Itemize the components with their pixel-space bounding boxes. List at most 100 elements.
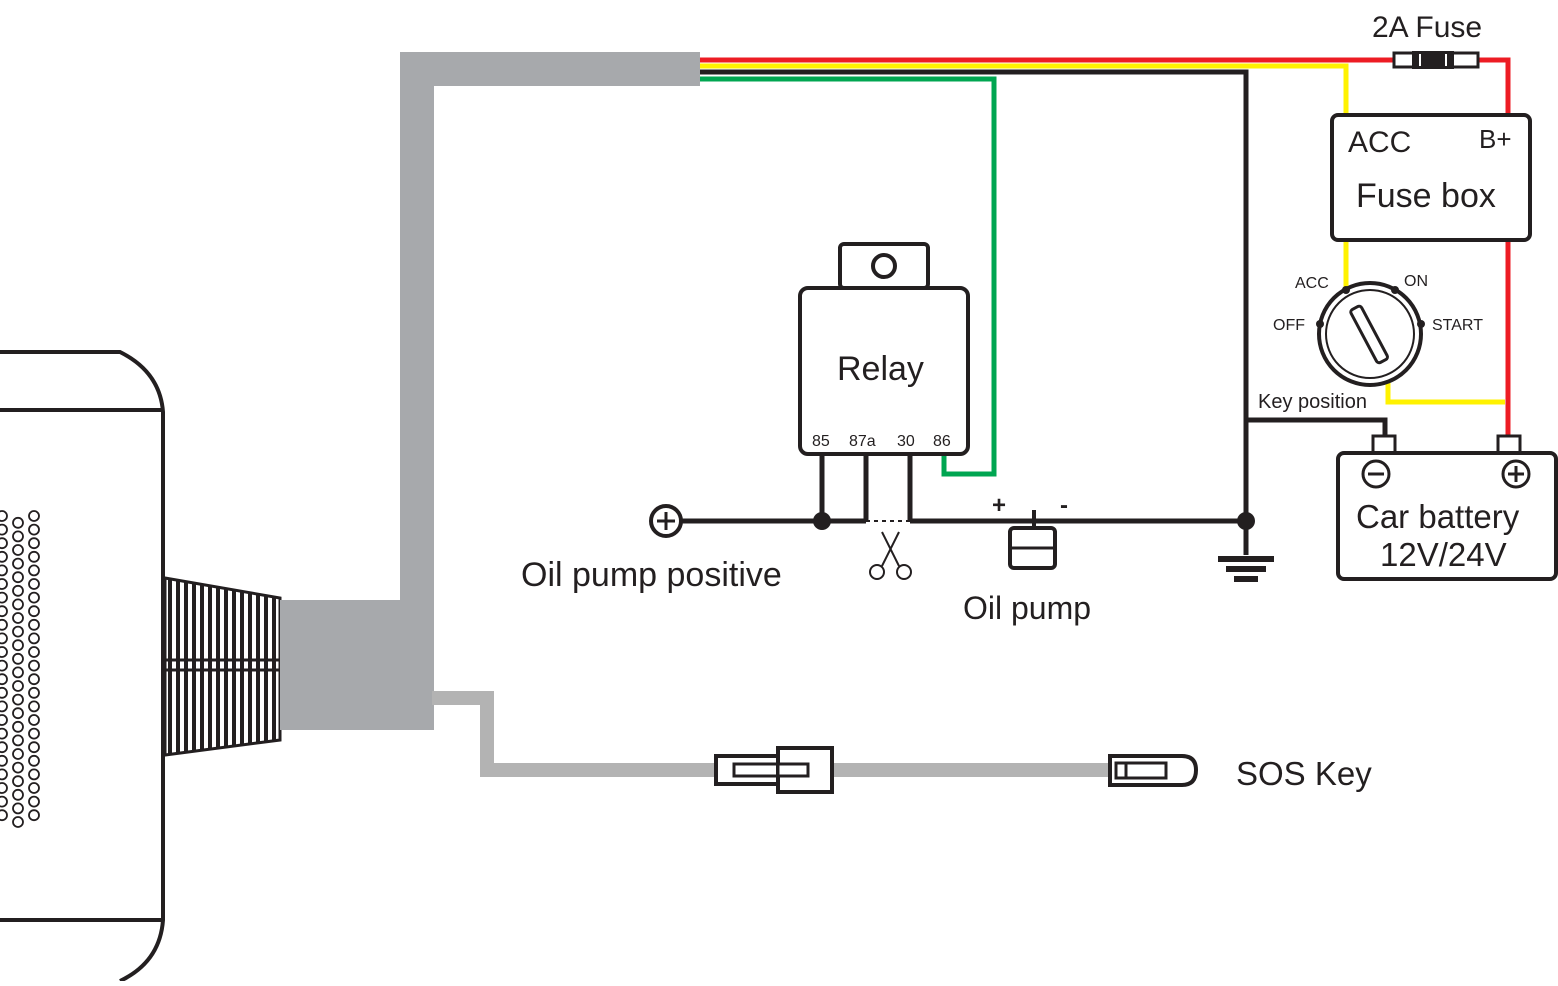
speaker-hole [0, 632, 8, 645]
speaker-hole [0, 523, 8, 536]
speaker-hole [12, 584, 24, 597]
fuse-box-acc-label: ACC [1348, 126, 1411, 159]
speaker-hole [0, 537, 8, 550]
speaker-hole [12, 530, 24, 543]
speaker-hole [12, 571, 24, 584]
speaker-hole [28, 741, 40, 754]
relay-pin-86: 86 [933, 433, 951, 450]
speaker-hole [28, 591, 40, 604]
speaker-hole [28, 564, 40, 577]
relay-mount-hole-icon [871, 253, 897, 279]
speaker-hole [28, 768, 40, 781]
key-off-label: OFF [1273, 317, 1305, 334]
key-acc-label: ACC [1295, 275, 1329, 292]
relay-pin-30: 30 [897, 433, 915, 450]
speaker-hole [0, 809, 8, 822]
speaker-hole [0, 578, 8, 590]
speaker-hole [0, 727, 8, 740]
speaker-hole [0, 591, 8, 604]
tracker-device [0, 350, 165, 983]
car-battery [1336, 434, 1558, 581]
speaker-hole [12, 516, 24, 529]
ground-icon [1218, 556, 1274, 582]
speaker-hole [12, 680, 24, 692]
battery-positive-terminal [1496, 434, 1522, 455]
ignition-key-switch [1316, 281, 1425, 387]
speaker-hole [28, 605, 40, 618]
speaker-hole [0, 741, 8, 754]
speaker-hole [12, 639, 24, 652]
speaker-hole [28, 795, 40, 808]
speaker-hole [28, 578, 40, 590]
speaker-hole [0, 714, 8, 726]
yellow-wire [700, 63, 1505, 405]
oil-pump-plus-sign: + [992, 492, 1006, 519]
speaker-hole [0, 605, 8, 618]
speaker-hole [28, 727, 40, 740]
speaker-grill [0, 510, 40, 828]
fuse-box [1330, 113, 1532, 242]
speaker-hole [28, 646, 40, 658]
speaker-hole [28, 673, 40, 686]
speaker-hole [0, 768, 8, 781]
junction-dot [1237, 512, 1255, 530]
key-slot-icon [1349, 304, 1389, 365]
speaker-hole [28, 523, 40, 536]
sos-key-label: SOS Key [1236, 755, 1372, 792]
oil-pump-positive-label: Oil pump positive [521, 556, 782, 594]
speaker-hole [28, 550, 40, 563]
speaker-hole [12, 612, 24, 624]
speaker-hole [12, 775, 24, 788]
black-wire [700, 69, 1388, 555]
relay [798, 242, 970, 522]
cable-boot [163, 576, 282, 757]
speaker-hole [12, 598, 24, 611]
speaker-hole [12, 788, 24, 801]
speaker-hole [0, 646, 8, 658]
relay-pin-87a: 87a [849, 433, 876, 450]
speaker-hole [28, 700, 40, 713]
speaker-hole [0, 550, 8, 563]
relay-label: Relay [837, 350, 924, 388]
speaker-hole [0, 564, 8, 577]
key-on-label: ON [1404, 273, 1428, 290]
speaker-hole [28, 659, 40, 672]
speaker-hole [0, 673, 8, 686]
speaker-hole [28, 686, 40, 699]
speaker-hole [0, 686, 8, 699]
battery-minus-icon [1361, 459, 1391, 489]
speaker-hole [12, 816, 24, 828]
relay-pin-85: 85 [812, 433, 830, 450]
sos-connector [714, 746, 834, 794]
scissors-icon [869, 531, 912, 580]
speaker-hole [0, 510, 8, 522]
speaker-hole [0, 782, 8, 794]
battery-plus-icon [1501, 459, 1531, 489]
junction-dot [813, 512, 831, 530]
oil-pump-minus-sign: - [1060, 492, 1068, 519]
speaker-hole [28, 809, 40, 822]
red-wire [700, 57, 1511, 437]
key-start-label: START [1432, 317, 1483, 334]
speaker-hole [28, 618, 40, 631]
green-wire [700, 76, 997, 477]
speaker-hole [0, 618, 8, 631]
oil-pump [1008, 510, 1057, 570]
sos-cable [432, 691, 1112, 777]
battery-negative-terminal [1371, 434, 1397, 455]
speaker-hole [12, 748, 24, 760]
speaker-hole [28, 754, 40, 767]
speaker-hole [28, 782, 40, 794]
speaker-hole [12, 666, 24, 679]
speaker-hole [12, 761, 24, 774]
speaker-hole [12, 720, 24, 733]
oil-pump-positive-terminal-icon [649, 504, 683, 538]
speaker-hole [28, 510, 40, 522]
main-cable [280, 52, 700, 730]
car-battery-voltage-label: 12V/24V [1380, 536, 1507, 573]
speaker-hole [0, 754, 8, 767]
speaker-hole [0, 659, 8, 672]
fuse-box-label: Fuse box [1356, 177, 1496, 215]
